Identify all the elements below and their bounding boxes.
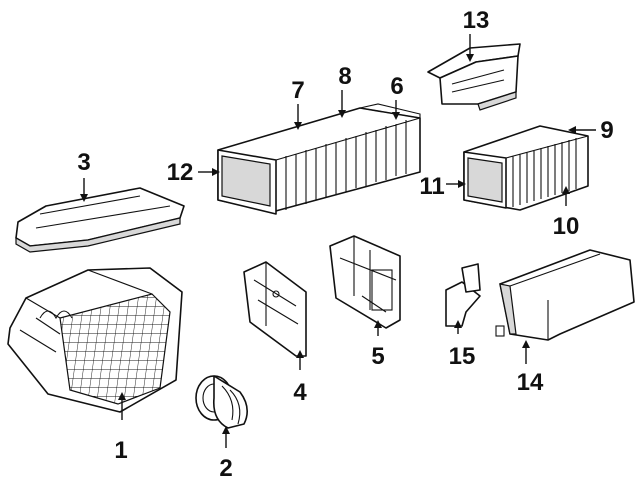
part-14-duct[interactable] [495,249,635,341]
callout-11: 11 [419,173,444,200]
callout-13: 13 [463,7,490,34]
part-2-intake-boot[interactable] [195,375,248,429]
part-13-cover[interactable] [427,43,521,111]
callout-7: 7 [291,77,304,104]
part-1-housing[interactable] [7,267,183,413]
callout-15: 15 [449,343,476,370]
part-15-small-bracket[interactable] [445,263,481,327]
callout-3: 3 [77,149,90,176]
callout-5: 5 [371,343,384,370]
callout-2: 2 [219,455,232,482]
callout-8: 8 [338,63,351,90]
callout-4: 4 [293,379,307,406]
callout-10: 10 [553,213,580,240]
callout-1: 1 [114,437,127,464]
callout-6: 6 [390,73,403,100]
callout-14: 14 [517,369,544,396]
callout-12: 12 [167,159,194,186]
callout-labels: 13 8 7 6 12 9 11 10 3 1 2 4 5 15 14 [77,7,613,482]
part-3-lid[interactable] [15,187,185,253]
part-5-support[interactable] [329,235,401,329]
part-11-filter-stack[interactable] [463,125,589,211]
leader-lines [80,34,596,448]
part-12-filter-stack[interactable] [217,103,421,215]
part-4-bracket[interactable] [243,261,307,357]
callout-9: 9 [600,117,613,144]
